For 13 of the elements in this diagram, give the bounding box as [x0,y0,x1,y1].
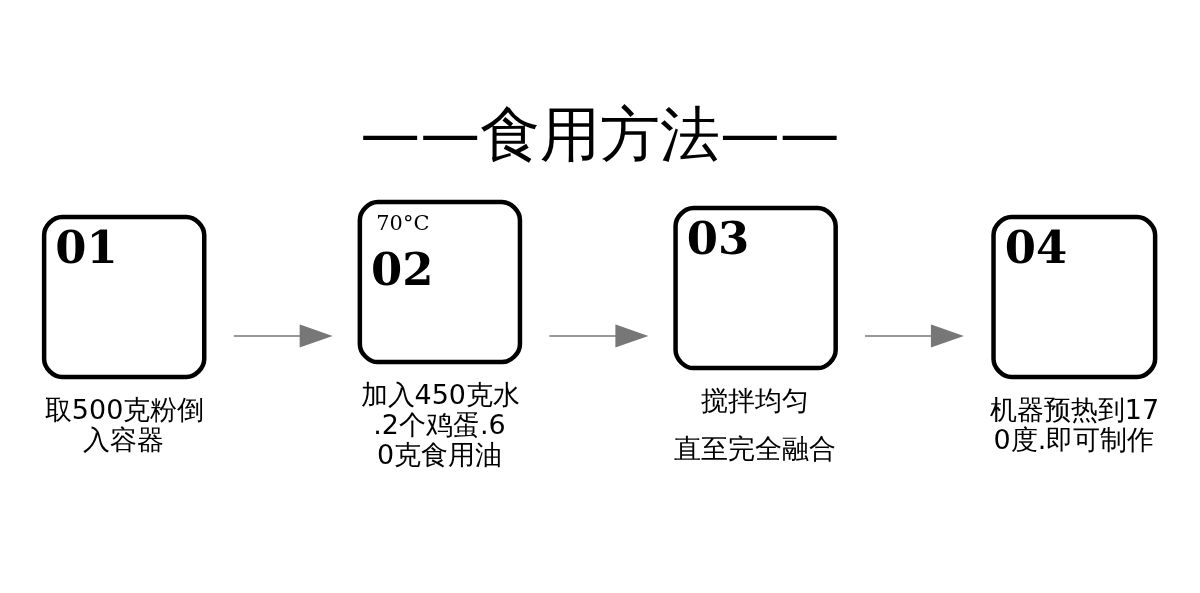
node-box: 04 [991,214,1158,379]
node-label: 机器预热到170度.即可制作 [989,393,1160,455]
node-label: 搅拌均匀 [701,384,809,416]
arrow [864,323,964,347]
node-label: 直至完全融合 [674,432,837,464]
node-label: 加入450克水.2个鸡蛋.60克食用油 [360,378,520,470]
node-box: 70°C 02 [357,199,523,364]
arrow [548,323,649,347]
node-label: 取500克粉倒入容器 [44,393,205,455]
diagram-title: ——食用方法—— [360,98,840,169]
node-box: 01 [41,214,207,379]
arrow [233,323,333,347]
node-box: 03 [673,205,838,370]
